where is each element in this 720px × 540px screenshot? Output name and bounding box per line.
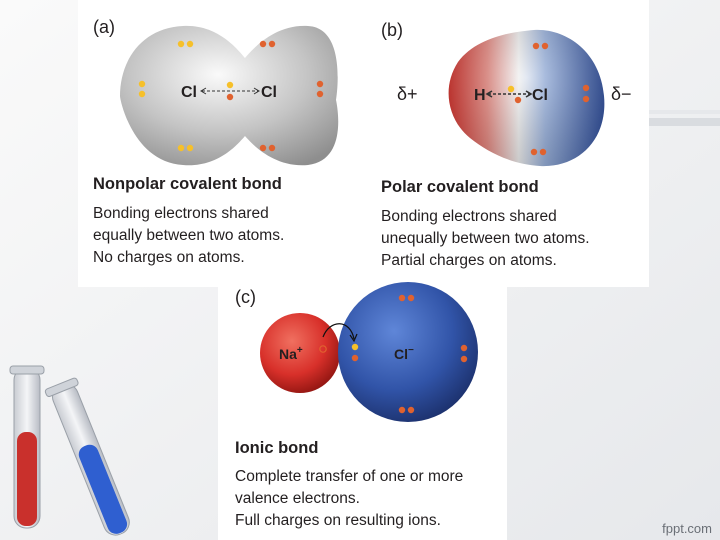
transferred-electron <box>351 343 359 362</box>
chloride-charge: − <box>408 345 414 356</box>
panel-b-label: (b) <box>381 20 403 40</box>
hcl-shared-electron-pair <box>507 85 522 104</box>
sodium-ion-label: Na+ <box>279 345 303 362</box>
nonpolar-description-line: Bonding electrons shared <box>93 205 269 222</box>
test-tube-blue <box>44 377 130 536</box>
hcl-molecule-shading <box>448 29 605 167</box>
partial-negative-label: δ− <box>611 84 632 104</box>
chloride-ion-sphere <box>338 282 478 422</box>
chloride-ion-label: Cl− <box>394 345 414 362</box>
hcl-chlorine-label: Cl <box>532 87 548 104</box>
ionic-bond-title: Ionic bond <box>235 439 319 457</box>
ionic-bond-diagram: Na+ Cl− <box>260 282 478 422</box>
ionic-description-line: Complete transfer of one or more <box>235 468 464 485</box>
polar-bond-title: Polar covalent bond <box>381 178 539 196</box>
nonpolar-bond-title: Nonpolar covalent bond <box>93 175 282 193</box>
hcl-lone-pair-electrons <box>530 42 590 156</box>
bond-panel-covalent: Cl Cl H Cl δ+ δ− (a) (b) Nonpolar covale… <box>78 0 649 287</box>
cl2-atom-left-label: Cl <box>181 84 197 101</box>
bond-panel-ionic: Na+ Cl− (c) Ionic bond Complete transfer… <box>218 282 507 540</box>
covalent-bonds-diagram: Cl Cl H Cl δ+ δ− <box>120 25 632 167</box>
sodium-symbol: Na <box>279 346 297 362</box>
polar-description-line: Bonding electrons shared <box>381 208 557 225</box>
test-tube-red <box>9 365 45 529</box>
background-stripe <box>649 110 720 114</box>
cl2-atom-right-label: Cl <box>261 84 277 101</box>
electron-transfer-arrow <box>322 323 358 343</box>
cl2-lone-pair-electrons <box>138 40 324 152</box>
nonpolar-description-line: equally between two atoms. <box>93 227 285 244</box>
polar-description-line: Partial charges on atoms. <box>381 252 557 269</box>
chloride-symbol: Cl <box>394 346 408 362</box>
polar-description-line: unequally between two atoms. <box>381 230 590 247</box>
watermark: fppt.com <box>662 521 712 536</box>
ionic-description-line: valence electrons. <box>235 490 360 507</box>
sodium-ion-sphere <box>260 313 340 393</box>
panel-a-label: (a) <box>93 17 115 37</box>
cl2-shared-electron-pair <box>226 81 234 101</box>
background-stripe <box>649 118 720 126</box>
nonpolar-bond-description: Bonding electrons shared equally between… <box>93 203 284 269</box>
polar-bond-description: Bonding electrons shared unequally betwe… <box>381 206 590 272</box>
sodium-charge: + <box>297 345 303 356</box>
ionic-bond-description: Complete transfer of one or more valence… <box>235 466 463 532</box>
partial-positive-label: δ+ <box>397 84 418 104</box>
hcl-bond-arrow <box>485 90 533 98</box>
hcl-hydrogen-label: H <box>474 87 486 104</box>
nonpolar-description-line: No charges on atoms. <box>93 249 245 266</box>
cl2-bond-arrow <box>200 87 260 95</box>
panel-c-label: (c) <box>235 287 256 307</box>
vacated-electron-site <box>319 345 327 353</box>
ionic-description-line: Full charges on resulting ions. <box>235 512 441 529</box>
chloride-lone-pair-electrons <box>398 294 468 414</box>
